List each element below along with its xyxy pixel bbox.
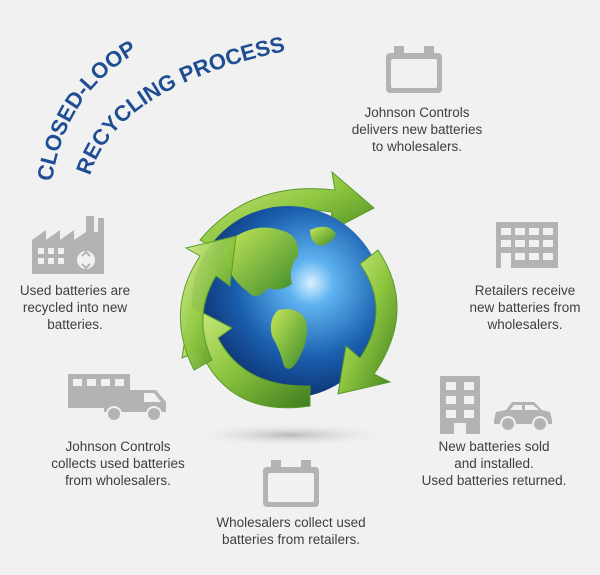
store-icon bbox=[496, 222, 558, 268]
battery-icon bbox=[261, 458, 321, 510]
step-recycled-into-new: Used batteries are recycled into new bat… bbox=[19, 283, 131, 332]
building-car-icon bbox=[440, 376, 552, 434]
factory-recycle-icon bbox=[32, 216, 104, 274]
battery-icon bbox=[384, 44, 444, 96]
step-collect-used-batteries: Johnson Controls collects used batteries… bbox=[51, 439, 185, 488]
globe-recycle-illustration bbox=[160, 160, 420, 450]
diagram-title: CLOSED-LOOP RECYCLING PROCESS bbox=[32, 31, 287, 182]
step-deliver-new-batteries: Johnson Controls delivers new batteries … bbox=[351, 105, 483, 154]
truck-icon bbox=[68, 374, 168, 422]
step-wholesalers-collect: Wholesalers collect used batteries from … bbox=[216, 515, 366, 547]
step-retailers-receive: Retailers receive new batteries from who… bbox=[469, 283, 581, 332]
step-batteries-sold-installed: New batteries sold and installed. Used b… bbox=[421, 439, 567, 488]
